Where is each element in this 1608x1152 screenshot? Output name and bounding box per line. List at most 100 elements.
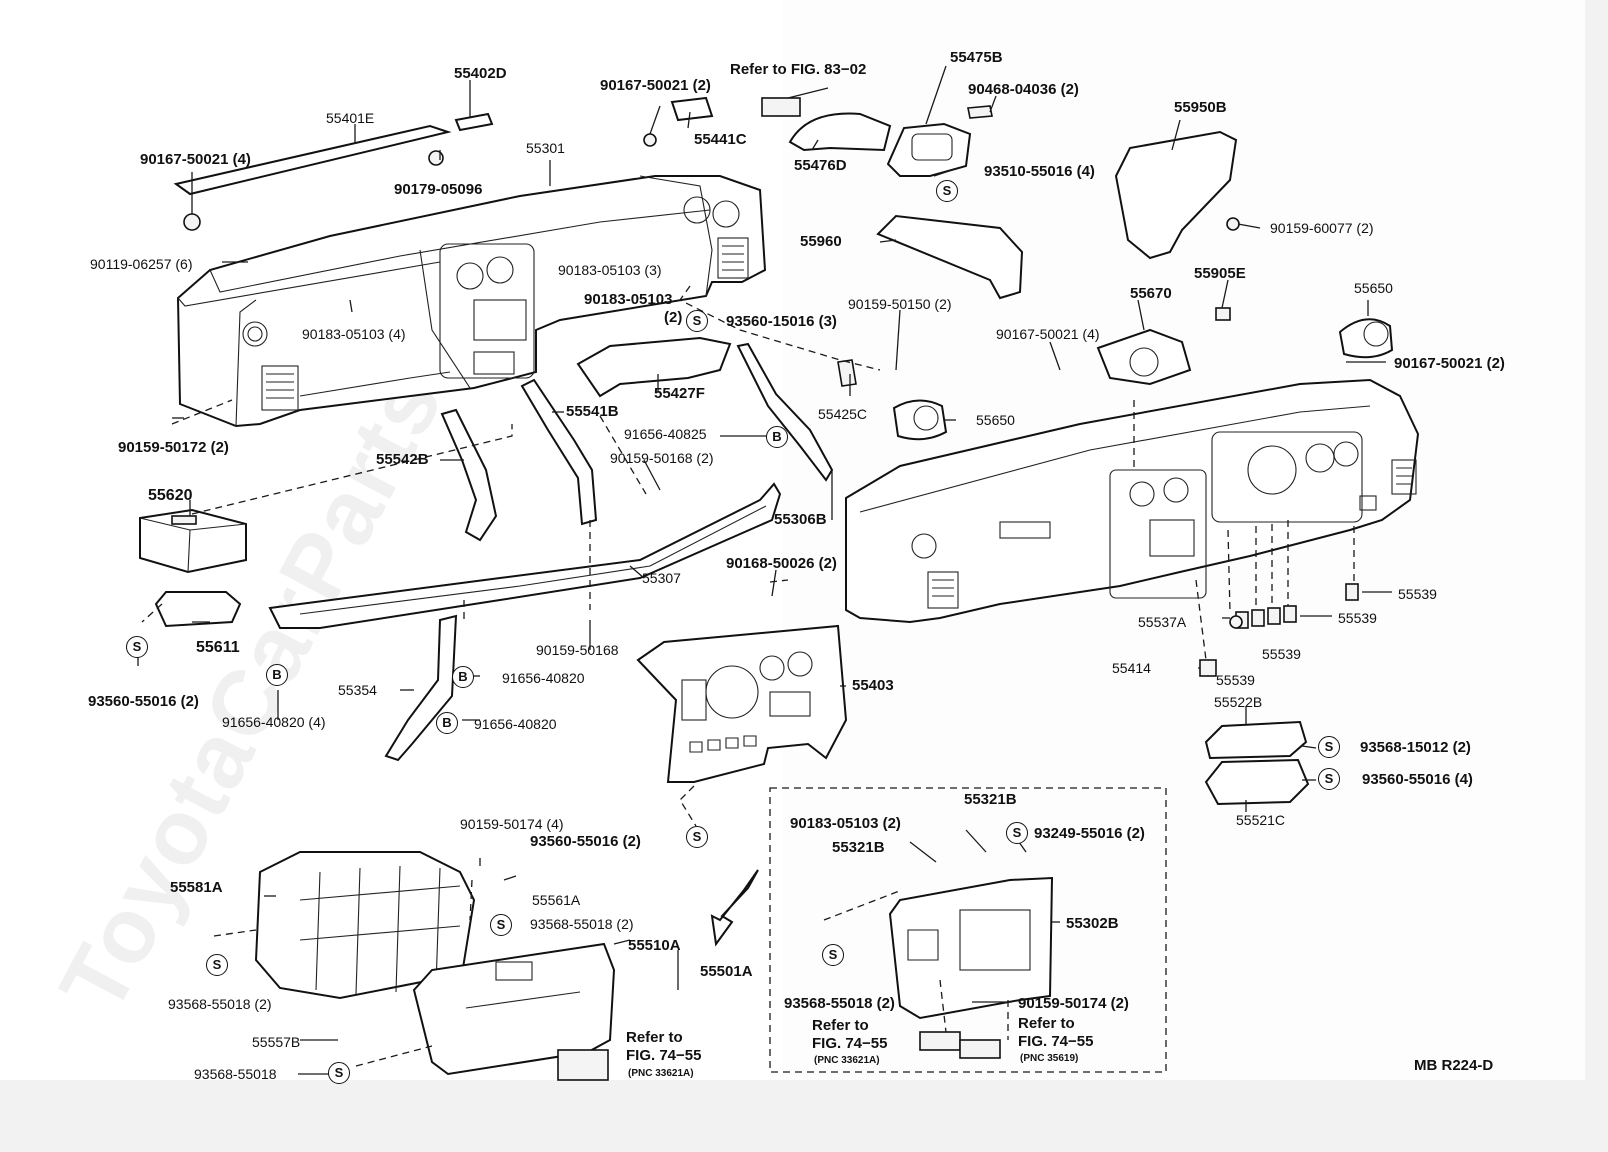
label-90159-50168: 90159-50168 xyxy=(536,642,619,658)
label-55905E: 55905E xyxy=(1194,265,1246,282)
drawing-code: MB R224-D xyxy=(1414,1057,1494,1074)
symbol-S: S xyxy=(126,636,148,658)
label-55475B: 55475B xyxy=(950,49,1003,66)
label-fig-74-55-c: FIG. 74−55 xyxy=(1018,1033,1094,1050)
label-90183-05103-2-qty: (2) xyxy=(664,309,683,326)
label-55539-b: 55539 xyxy=(1338,610,1377,626)
ref-part-83-02 xyxy=(761,97,801,117)
label-55950B: 55950B xyxy=(1174,99,1227,116)
ref-part-74-55-c xyxy=(959,1039,1001,1059)
cover-55960 xyxy=(876,214,1024,300)
label-93560-55016-2b: 93560-55016 (2) xyxy=(530,833,641,850)
label-93568-55018-2b: 93568-55018 (2) xyxy=(168,996,272,1012)
symbol-B: B xyxy=(266,664,288,686)
symbol-B: B xyxy=(766,426,788,448)
direction-arrow xyxy=(710,869,759,947)
label-refer-to-c: Refer to xyxy=(1018,1015,1075,1032)
brace-55542B xyxy=(440,408,498,542)
label-refer-to-a: Refer to xyxy=(626,1029,683,1046)
switch-55670 xyxy=(1096,328,1192,386)
label-55501A: 55501A xyxy=(700,963,753,980)
label-pnc-33621a-b: (PNC 33621A) xyxy=(814,1055,880,1066)
tray-55611 xyxy=(154,591,242,628)
brace-55541B xyxy=(520,378,598,526)
label-90167-50021-2a: 90167-50021 (2) xyxy=(600,77,711,94)
ref-part-74-55-a xyxy=(557,1049,609,1081)
label-55302B: 55302B xyxy=(1066,915,1119,932)
symbol-S: S xyxy=(822,944,844,966)
label-refer-83-02: Refer to FIG. 83−02 xyxy=(730,61,867,78)
label-55581A: 55581A xyxy=(170,879,223,896)
cluster-hood-55476D xyxy=(788,105,993,177)
trim-strip-55401E xyxy=(173,112,494,231)
symbol-S: S xyxy=(206,954,228,976)
label-90468-04036: 90468-04036 (2) xyxy=(968,81,1079,98)
box-55620 xyxy=(139,508,247,574)
symbol-S: S xyxy=(686,826,708,848)
label-90183-05103-2c: 90183-05103 (2) xyxy=(790,815,901,832)
finish-panel-55403 xyxy=(636,624,848,783)
symbol-S: S xyxy=(1318,768,1340,790)
label-90167-50021-4: 90167-50021 (4) xyxy=(140,151,251,168)
label-55557B: 55557B xyxy=(252,1034,301,1050)
label-55539-a: 55539 xyxy=(1398,586,1437,602)
label-55541B: 55541B xyxy=(566,403,619,420)
label-fig-74-55-a: FIG. 74−55 xyxy=(626,1047,702,1064)
part-55522B xyxy=(1204,720,1308,760)
screw-90159-60077 xyxy=(1226,217,1240,231)
label-90159-50150: 90159-50150 (2) xyxy=(848,296,952,312)
symbol-B: B xyxy=(452,666,474,688)
bracket-55425C xyxy=(837,359,857,387)
label-55539-c: 55539 xyxy=(1262,646,1301,662)
symbol-S: S xyxy=(1006,822,1028,844)
mounting-guides xyxy=(141,285,1355,1067)
ref-part-74-55-b xyxy=(919,1031,961,1051)
label-55561A: 55561A xyxy=(532,892,581,908)
label-55414: 55414 xyxy=(1112,660,1151,676)
label-pnc-35619: (PNC 35619) xyxy=(1020,1053,1079,1064)
label-90168-50026: 90168-50026 (2) xyxy=(726,555,837,572)
label-90159-50168-2: 90159-50168 (2) xyxy=(610,450,714,466)
switch-group-55539 xyxy=(1199,583,1359,677)
label-93560-55016-4: 93560-55016 (4) xyxy=(1362,771,1473,788)
label-55321B-a: 55321B xyxy=(964,791,1017,808)
label-90159-60077: 90159-60077 (2) xyxy=(1270,220,1374,236)
label-55354: 55354 xyxy=(338,682,377,698)
label-55425C: 55425C xyxy=(818,406,868,422)
label-93568-15012: 93568-15012 (2) xyxy=(1360,739,1471,756)
label-93568-55018-2a: 93568-55018 (2) xyxy=(530,916,634,932)
symbol-S: S xyxy=(1318,736,1340,758)
label-55301: 55301 xyxy=(526,140,565,156)
cover-55950B xyxy=(1114,130,1238,260)
label-55306B: 55306B xyxy=(774,511,827,528)
label-55620: 55620 xyxy=(148,487,193,504)
glove-box-door-55501A xyxy=(412,942,616,1076)
label-55401E: 55401E xyxy=(326,110,375,126)
symbol-B: B xyxy=(436,712,458,734)
symbol-S: S xyxy=(936,180,958,202)
label-93568-55018-2c: 93568-55018 (2) xyxy=(784,995,895,1012)
part-55905E xyxy=(1215,307,1231,321)
label-pnc-33621a-a: (PNC 33621A) xyxy=(628,1068,694,1079)
label-55476D: 55476D xyxy=(794,157,847,174)
label-90167-50021-2b: 90167-50021 (2) xyxy=(1394,355,1505,372)
label-55542B: 55542B xyxy=(376,451,429,468)
label-55441C: 55441C xyxy=(694,131,747,148)
label-93560-15016: 93560-15016 (3) xyxy=(726,313,837,330)
label-55537A: 55537A xyxy=(1138,614,1187,630)
label-90159-50174-2: 90159-50174 (2) xyxy=(1018,995,1129,1012)
label-fig-74-55-b: FIG. 74−55 xyxy=(812,1035,888,1052)
bracket-55427F xyxy=(576,336,732,398)
label-55427F: 55427F xyxy=(654,385,705,402)
glove-box-housing-55581A xyxy=(254,851,476,1000)
label-91656-40825: 91656-40825 xyxy=(624,426,707,442)
label-55403: 55403 xyxy=(852,677,894,694)
label-91656-40820-4: 91656-40820 (4) xyxy=(222,714,326,730)
label-55960: 55960 xyxy=(800,233,842,250)
label-93568-55018: 93568-55018 xyxy=(194,1066,277,1082)
label-refer-to-b: Refer to xyxy=(812,1017,869,1034)
label-55510A: 55510A xyxy=(628,937,681,954)
label-55650-upper: 55650 xyxy=(1354,280,1393,296)
